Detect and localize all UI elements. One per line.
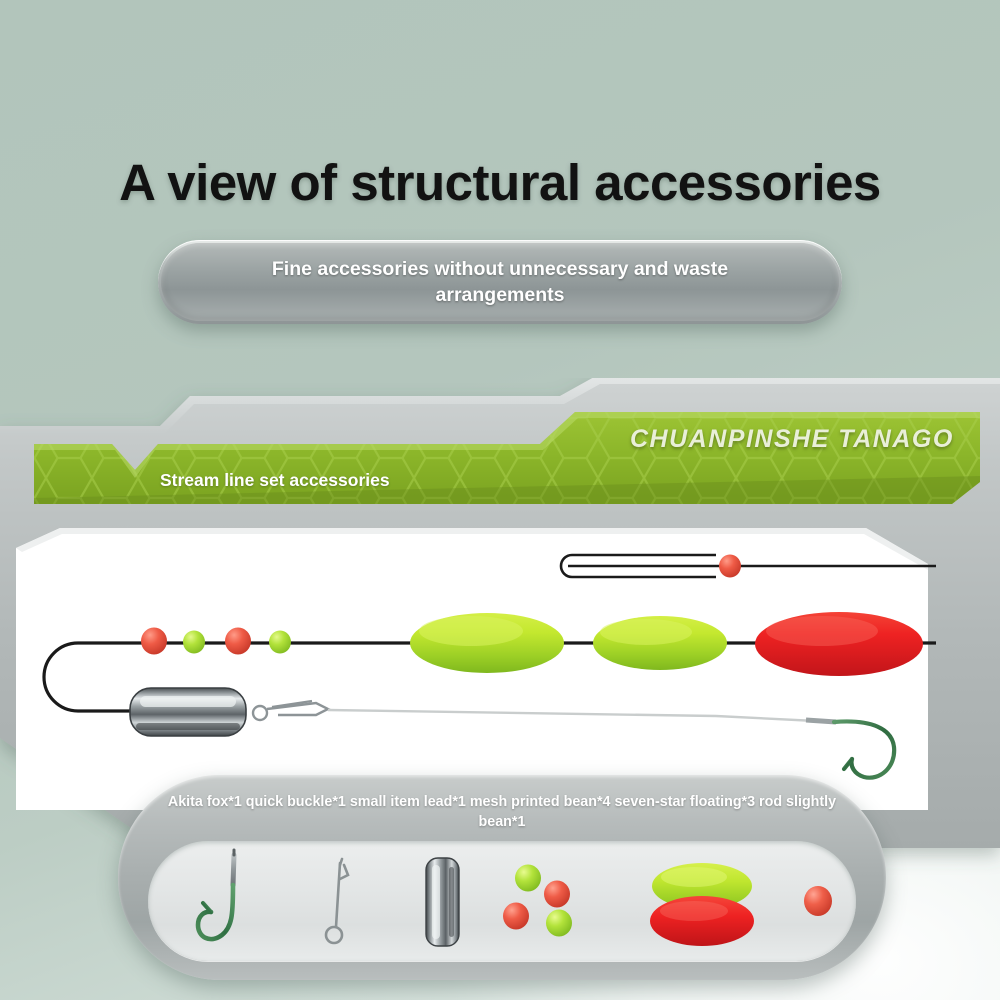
subtitle-pill-inner: Fine accessories without unnecessary and… — [161, 243, 839, 321]
rig-hook-shank-sleeve — [805, 717, 837, 725]
rig-fish-hook — [831, 719, 897, 780]
quick-buckle-icon — [324, 857, 350, 945]
fishing-rig-illustration — [42, 553, 936, 780]
tray-item-lead-sinker[interactable] — [396, 841, 488, 961]
tray-item-seven-star-float[interactable] — [624, 841, 784, 961]
banner-left-label: Stream line set accessories — [160, 470, 390, 490]
mesh-bean-icon — [503, 864, 572, 937]
banner-brand-label: CHUANPINSHE TANAGO — [630, 425, 954, 453]
subtitle-text: Fine accessories without unnecessary and… — [271, 258, 729, 306]
fish-hook-icon — [195, 848, 237, 942]
rig-top-line — [559, 553, 936, 579]
top-line-bead — [719, 554, 741, 578]
bead-4 — [269, 630, 291, 654]
page-title: A view of structural accessories — [119, 154, 881, 211]
product-frame: Stream line set accessories CHUANPINSHE … — [0, 378, 1000, 938]
frame-top-highlight — [0, 378, 1000, 434]
green-banner — [34, 412, 980, 504]
tray-inner-panel — [148, 841, 856, 961]
bead-3 — [225, 627, 251, 655]
rig-quick-buckle — [251, 699, 331, 722]
tray-caption: Akita fox*1 quick buckle*1 small item le… — [167, 794, 837, 830]
accessory-tray: Akita fox*1 quick buckle*1 small item le… — [118, 775, 886, 980]
tray-item-rod-bean[interactable] — [784, 841, 854, 961]
subtitle-pill: Fine accessories without unnecessary and… — [158, 240, 842, 324]
bead-1 — [141, 627, 167, 655]
tray-item-mesh-beans[interactable] — [500, 841, 618, 961]
seven-star-float-icon — [650, 863, 754, 946]
float-red — [755, 612, 923, 676]
bead-2 — [183, 630, 205, 654]
rod-bean-icon — [804, 886, 832, 916]
rig-floats — [410, 612, 923, 676]
rig-beads — [141, 627, 291, 655]
lead-sinker-icon — [425, 857, 460, 947]
rig-leader-line — [327, 708, 817, 723]
tray-item-quick-buckle[interactable] — [296, 841, 386, 961]
rig-lead-sinker — [129, 687, 247, 737]
tray-item-akita-fox[interactable] — [170, 841, 280, 961]
